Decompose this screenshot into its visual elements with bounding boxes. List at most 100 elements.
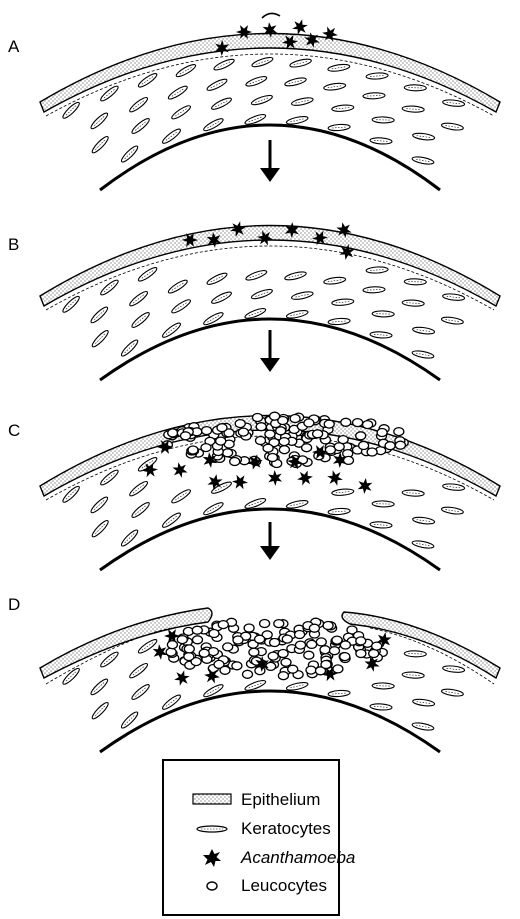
keratocyte xyxy=(332,298,354,306)
keratocyte xyxy=(99,84,120,103)
keratocyte xyxy=(442,665,465,673)
keratocyte xyxy=(412,540,435,550)
keratocyte xyxy=(89,677,109,696)
leucocyte-icon xyxy=(232,662,242,670)
leucocyte-icon xyxy=(330,647,340,655)
keratocyte xyxy=(89,495,109,514)
keratocyte xyxy=(412,516,435,525)
keratocyte xyxy=(251,288,274,301)
keratocyte xyxy=(412,156,435,166)
keratocyte xyxy=(441,316,464,325)
leucocyte-icon xyxy=(372,642,382,650)
acanthamoeba-icon xyxy=(292,19,308,34)
leucocyte-icon xyxy=(316,638,326,646)
keratocyte xyxy=(402,671,424,678)
leucocyte-icon xyxy=(290,415,300,423)
keratocyte xyxy=(370,521,392,528)
leucocyte-icon xyxy=(320,646,330,654)
keratocyte xyxy=(370,137,392,144)
leucocyte-icon xyxy=(279,438,289,446)
panel-c: C xyxy=(8,412,500,570)
keratocyte xyxy=(213,57,236,72)
leucocyte-icon xyxy=(256,423,266,431)
leucocyte-icon xyxy=(356,637,366,645)
keratocyte xyxy=(286,115,309,126)
leucocyte-icon xyxy=(385,442,395,450)
leucocyte-icon xyxy=(324,420,334,428)
keratocyte xyxy=(291,290,314,301)
leucocyte-icon xyxy=(367,448,377,456)
leucocyte-icon xyxy=(340,653,350,661)
leucocyte-icon xyxy=(217,424,227,432)
keratocyte xyxy=(175,63,197,79)
legend-label-acanthamoeba: Acanthamoeba xyxy=(240,848,355,867)
keratocyte xyxy=(441,506,464,515)
arrow-1 xyxy=(260,140,280,182)
leucocyte-icon xyxy=(304,419,314,427)
arrow-2 xyxy=(260,330,280,372)
leucocyte-icon xyxy=(307,640,317,648)
keratocyte xyxy=(363,286,385,293)
leucocyte-icon xyxy=(177,636,187,644)
keratocyte xyxy=(412,132,435,141)
leucocyte-icon xyxy=(199,649,209,657)
leucocyte-icon xyxy=(270,412,280,420)
leucocyte-icon xyxy=(302,444,312,452)
cornea-d xyxy=(40,608,500,752)
acanthamoeba-icon xyxy=(174,670,190,685)
leucocyte-icon xyxy=(356,650,366,658)
leucocyte-icon xyxy=(230,458,240,466)
keratocyte xyxy=(366,72,388,79)
leucocyte-icon xyxy=(201,444,211,452)
keratocyte xyxy=(412,722,435,732)
keratocyte xyxy=(137,638,159,655)
panel-label-d: D xyxy=(8,595,20,614)
leucocyte-icon xyxy=(321,661,331,669)
leucocyte-icon xyxy=(281,658,291,666)
keratocyte xyxy=(130,683,151,702)
panel-b: B xyxy=(8,221,500,380)
keratocyte xyxy=(372,117,394,124)
keratocyte xyxy=(370,703,392,710)
leucocyte-icon xyxy=(192,626,202,634)
keratocyte xyxy=(332,488,354,496)
keratocyte xyxy=(170,488,192,505)
panel-label-a: A xyxy=(8,37,20,56)
leucocyte-icon xyxy=(323,622,333,630)
keratocyte xyxy=(90,701,110,721)
keratocyte xyxy=(328,690,350,698)
keratocyte xyxy=(90,135,110,155)
leucocyte-icon xyxy=(263,444,273,452)
keratocyte xyxy=(137,72,159,89)
keratocyte xyxy=(289,58,312,69)
leucocyte-icon xyxy=(255,667,265,675)
keratocyte xyxy=(251,94,274,107)
leucocyte-icon xyxy=(353,419,363,427)
keratocyte xyxy=(402,489,424,496)
leucocyte-icon xyxy=(270,639,280,647)
leucocyte-icon xyxy=(202,427,212,435)
keratocytes-b xyxy=(61,266,465,360)
epithelium-swatch-icon xyxy=(193,794,231,804)
leucocyte-icon xyxy=(168,429,178,437)
leucocyte-icon xyxy=(188,446,198,454)
acanthamoeba-icon xyxy=(153,644,168,660)
keratocyte xyxy=(404,651,426,658)
keratocyte xyxy=(441,122,464,131)
keratocyte xyxy=(442,483,465,491)
leucocyte-icon xyxy=(309,624,319,632)
keratocyte xyxy=(442,293,465,301)
keratocyte xyxy=(412,698,435,707)
leucocyte-icon xyxy=(253,414,263,422)
keratocyte xyxy=(323,82,346,91)
leucocyte-icon xyxy=(166,648,176,656)
leucocyte-icon xyxy=(296,641,306,649)
leucocytes-d xyxy=(166,618,387,680)
keratocyte xyxy=(370,331,392,338)
acanthamoeba-icon xyxy=(172,462,187,478)
keratocyte xyxy=(245,269,268,282)
keratocyte xyxy=(286,309,309,320)
keratocyte xyxy=(412,350,435,360)
leucocyte-icon xyxy=(274,620,284,628)
keratocyte xyxy=(402,105,424,112)
